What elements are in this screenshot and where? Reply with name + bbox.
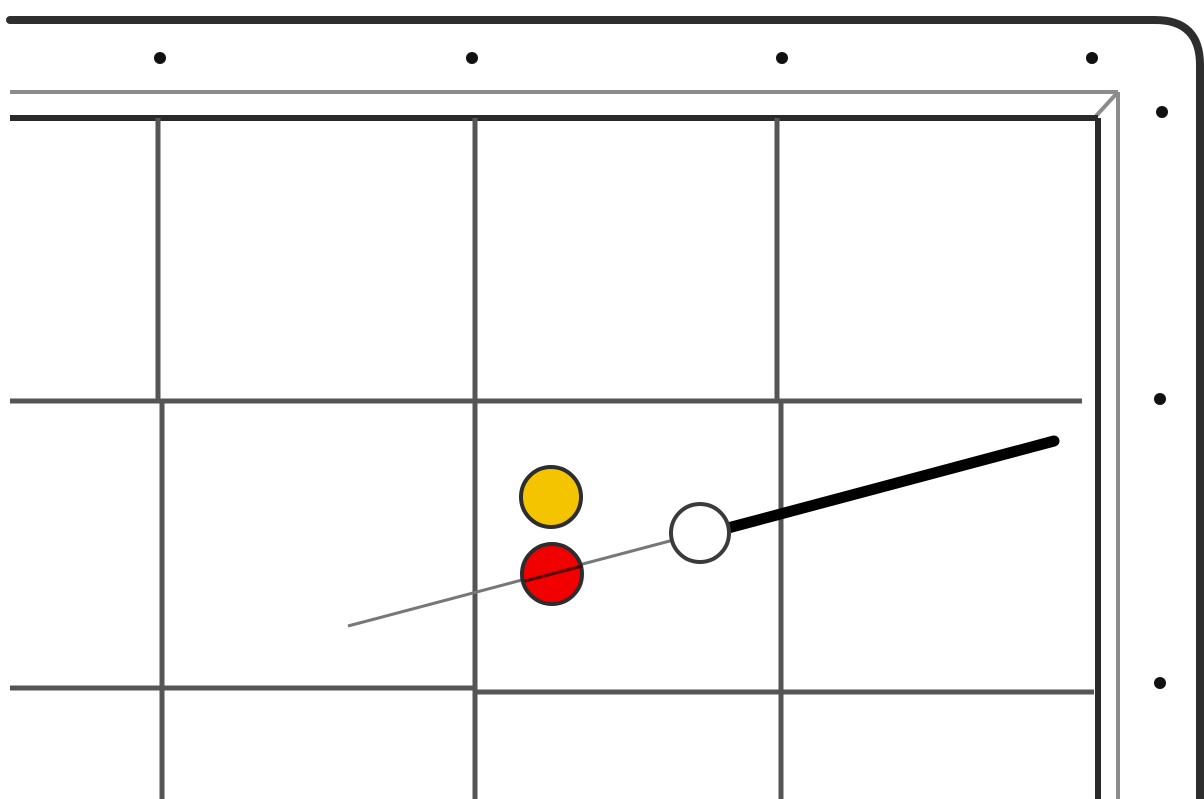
aim-line-over-ball <box>524 564 583 583</box>
corner-pocket-line <box>1094 90 1120 118</box>
diamond-icon <box>776 52 788 64</box>
diamond-icon <box>1154 393 1166 405</box>
cue-stick[interactable] <box>722 435 1060 534</box>
diamond-icon <box>1156 106 1168 118</box>
ghost-ball[interactable] <box>669 502 731 564</box>
diamond-icon <box>154 52 166 64</box>
diamond-icon <box>466 52 478 64</box>
yellow-ball[interactable] <box>519 465 583 529</box>
diamond-icon <box>1154 677 1166 689</box>
diamond-icon <box>1086 52 1098 64</box>
outer-rail <box>6 16 1204 799</box>
